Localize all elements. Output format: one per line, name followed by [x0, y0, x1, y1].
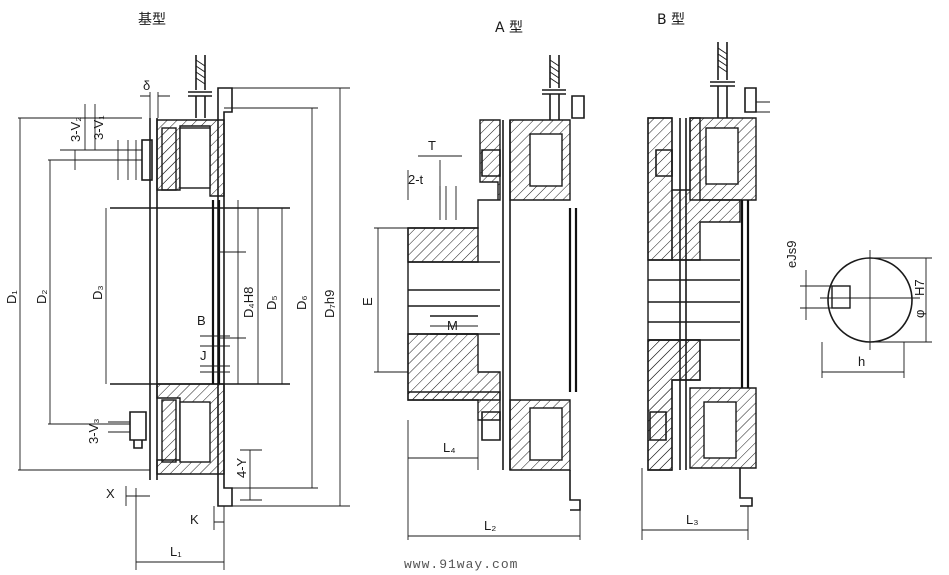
delta-label: δ	[143, 78, 150, 93]
coil-bottom	[179, 401, 211, 463]
hub-lower-section	[407, 333, 501, 401]
l4-label: L₄	[443, 440, 456, 455]
dimension-lines-left	[18, 92, 170, 471]
b-type-view: B 型 L₃	[641, 12, 770, 540]
lead-wire	[188, 55, 212, 118]
d7-label: D₇h9	[322, 290, 337, 318]
d1-label: D₁	[4, 290, 19, 304]
keyway	[430, 315, 478, 335]
d2-label: D₂	[34, 290, 49, 304]
h7-label: H7	[912, 279, 927, 296]
v3-label: 3-V₃	[86, 418, 101, 444]
a-type-title: A 型	[495, 20, 523, 36]
coil-top	[179, 127, 211, 189]
d3-label: D₃	[90, 285, 105, 300]
key-slot	[831, 285, 851, 309]
a-type-view: A 型 T 2-t E	[360, 20, 585, 540]
bottom-tab	[569, 470, 581, 511]
v2-label: 3-V₂	[68, 117, 83, 142]
keyway-detail: eJs9 H7 φ h	[784, 241, 932, 378]
hub-upper-section	[407, 227, 479, 263]
h-label: h	[858, 354, 865, 369]
x-label: X	[106, 486, 115, 501]
base-type-title: 基型	[138, 11, 166, 28]
dimension-lines-right	[125, 87, 350, 570]
bore-lines	[648, 259, 740, 341]
bottom-tab	[739, 468, 753, 507]
hub-sleeve	[211, 200, 221, 384]
bore-lines	[408, 261, 500, 335]
bore-lines	[110, 207, 290, 385]
l3-label: L₃	[686, 512, 699, 527]
b-label: B	[197, 313, 206, 328]
j-label: J	[200, 348, 207, 363]
bolts	[649, 149, 673, 441]
detail-dimensions	[800, 257, 932, 378]
coil-top	[529, 133, 563, 187]
friction-lining-bottom	[161, 399, 177, 463]
m-label: M	[447, 318, 458, 333]
e-label: E	[360, 297, 375, 306]
coil-bottom	[703, 401, 737, 459]
coil-top	[705, 127, 739, 185]
lead-wire	[542, 55, 566, 120]
d4-label: D₄H8	[241, 287, 256, 318]
screw-bottom	[129, 411, 147, 449]
lead-wire	[710, 42, 735, 118]
l1-label: L₁	[170, 544, 182, 559]
top-tab	[744, 87, 757, 113]
top-tab	[571, 95, 585, 119]
b-type-title: B 型	[657, 12, 685, 28]
l2-label: L₂	[484, 518, 496, 533]
friction-lining-top	[161, 127, 177, 191]
d6-label: D₆	[294, 295, 309, 310]
dimension-lines	[641, 101, 770, 540]
t2-label: 2-t	[408, 172, 424, 187]
ejs9-label: eJs9	[784, 241, 799, 268]
phi-label: φ	[912, 310, 927, 318]
t-label: T	[428, 138, 436, 153]
dimension-lines	[374, 155, 581, 540]
hub-sleeve	[740, 200, 750, 388]
k-label: K	[190, 512, 199, 527]
armature-plate	[679, 118, 687, 470]
d5-label: D₅	[264, 295, 279, 310]
y4-label: 4-Y	[234, 457, 249, 478]
coil-bottom	[529, 407, 563, 461]
center-lines	[820, 250, 920, 350]
keyway-lines	[219, 251, 246, 339]
armature-plate	[502, 120, 511, 470]
hub-upper-section	[647, 117, 673, 261]
bolts	[481, 149, 501, 441]
hub-sleeve	[568, 208, 578, 392]
base-type-view: 基型	[4, 11, 350, 570]
armature-plate	[149, 118, 158, 480]
v1-label: 3-V₁	[91, 115, 106, 140]
watermark-text: www.91way.com	[404, 557, 518, 572]
